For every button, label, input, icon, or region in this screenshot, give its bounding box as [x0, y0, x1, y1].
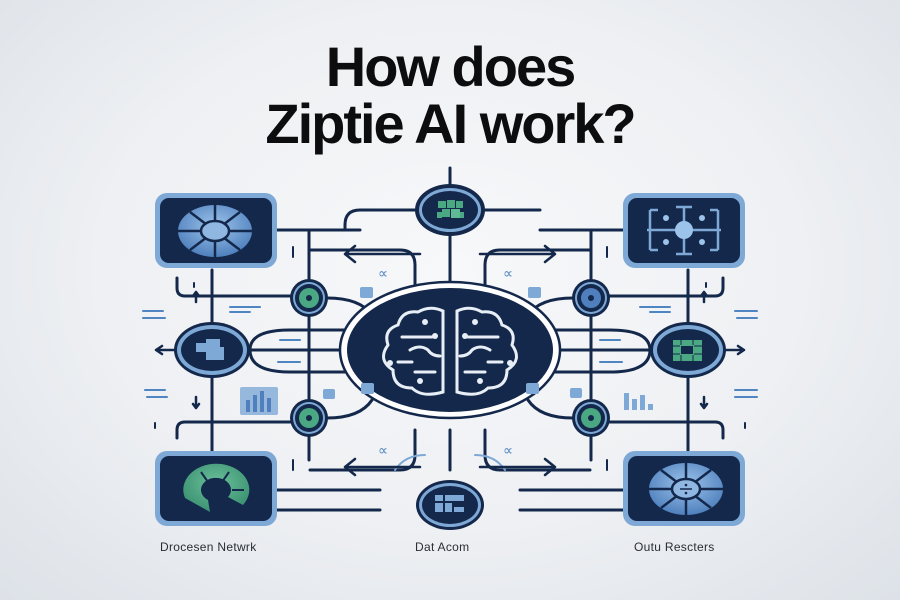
left-node[interactable]: [174, 322, 250, 378]
title-line-1: How does: [325, 35, 576, 98]
small-circle-upper-left[interactable]: [290, 279, 328, 317]
bottom-node[interactable]: [416, 480, 484, 530]
bar-chart-icon: [624, 393, 653, 410]
decorative-dashes: [142, 306, 758, 398]
small-badges: [240, 287, 653, 415]
small-circle-lower-left[interactable]: [290, 399, 328, 437]
segmented-wheel-divide-icon: [649, 463, 723, 515]
svg-text:∝: ∝: [503, 266, 513, 282]
green-puzzle-icon: [437, 200, 464, 218]
label-processing-network: Drocesen Netwrk: [160, 540, 257, 554]
puzzle-piece-icon: [196, 339, 224, 360]
blocks-icon: [435, 495, 464, 512]
arrow-left-top: [343, 244, 422, 264]
small-circle-upper-right[interactable]: [572, 279, 610, 317]
segmented-wheel-icon: [178, 205, 252, 257]
title-line-2: Ziptie AI work?: [265, 92, 636, 155]
top-left-box[interactable]: [155, 193, 277, 268]
top-node[interactable]: [415, 184, 485, 236]
arrow-out-left: [154, 344, 177, 356]
small-circle-lower-right[interactable]: [572, 399, 610, 437]
bar-chart-icon: [240, 387, 278, 415]
center-brain-node[interactable]: [338, 280, 562, 420]
arrow-left-bottom: [343, 457, 422, 477]
pie-ring-icon: [183, 463, 250, 512]
arrow-out-right: [723, 344, 746, 356]
svg-text:∝: ∝: [378, 443, 388, 459]
brain-circuit-icon: [382, 306, 518, 396]
microchip-icon: [673, 340, 702, 361]
circuit-grid-icon: [647, 205, 721, 256]
arrow-right-top: [478, 244, 557, 264]
bottom-left-box[interactable]: [155, 451, 277, 526]
label-output-results: Outu Rescters: [634, 540, 715, 554]
page-title: How does Ziptie AI work?: [0, 38, 900, 152]
svg-text:∝: ∝: [503, 443, 513, 459]
tick-marks: [154, 246, 746, 471]
svg-text:∝: ∝: [378, 266, 388, 282]
bottom-right-box[interactable]: [623, 451, 745, 526]
label-data-node: Dat Acom: [415, 540, 470, 554]
arrow-right-bottom: [478, 457, 557, 477]
arrows: [154, 244, 746, 477]
top-right-box[interactable]: [623, 193, 745, 268]
right-node[interactable]: [650, 322, 726, 378]
proportional-symbols: ∝ ∝ ∝ ∝: [378, 266, 513, 459]
